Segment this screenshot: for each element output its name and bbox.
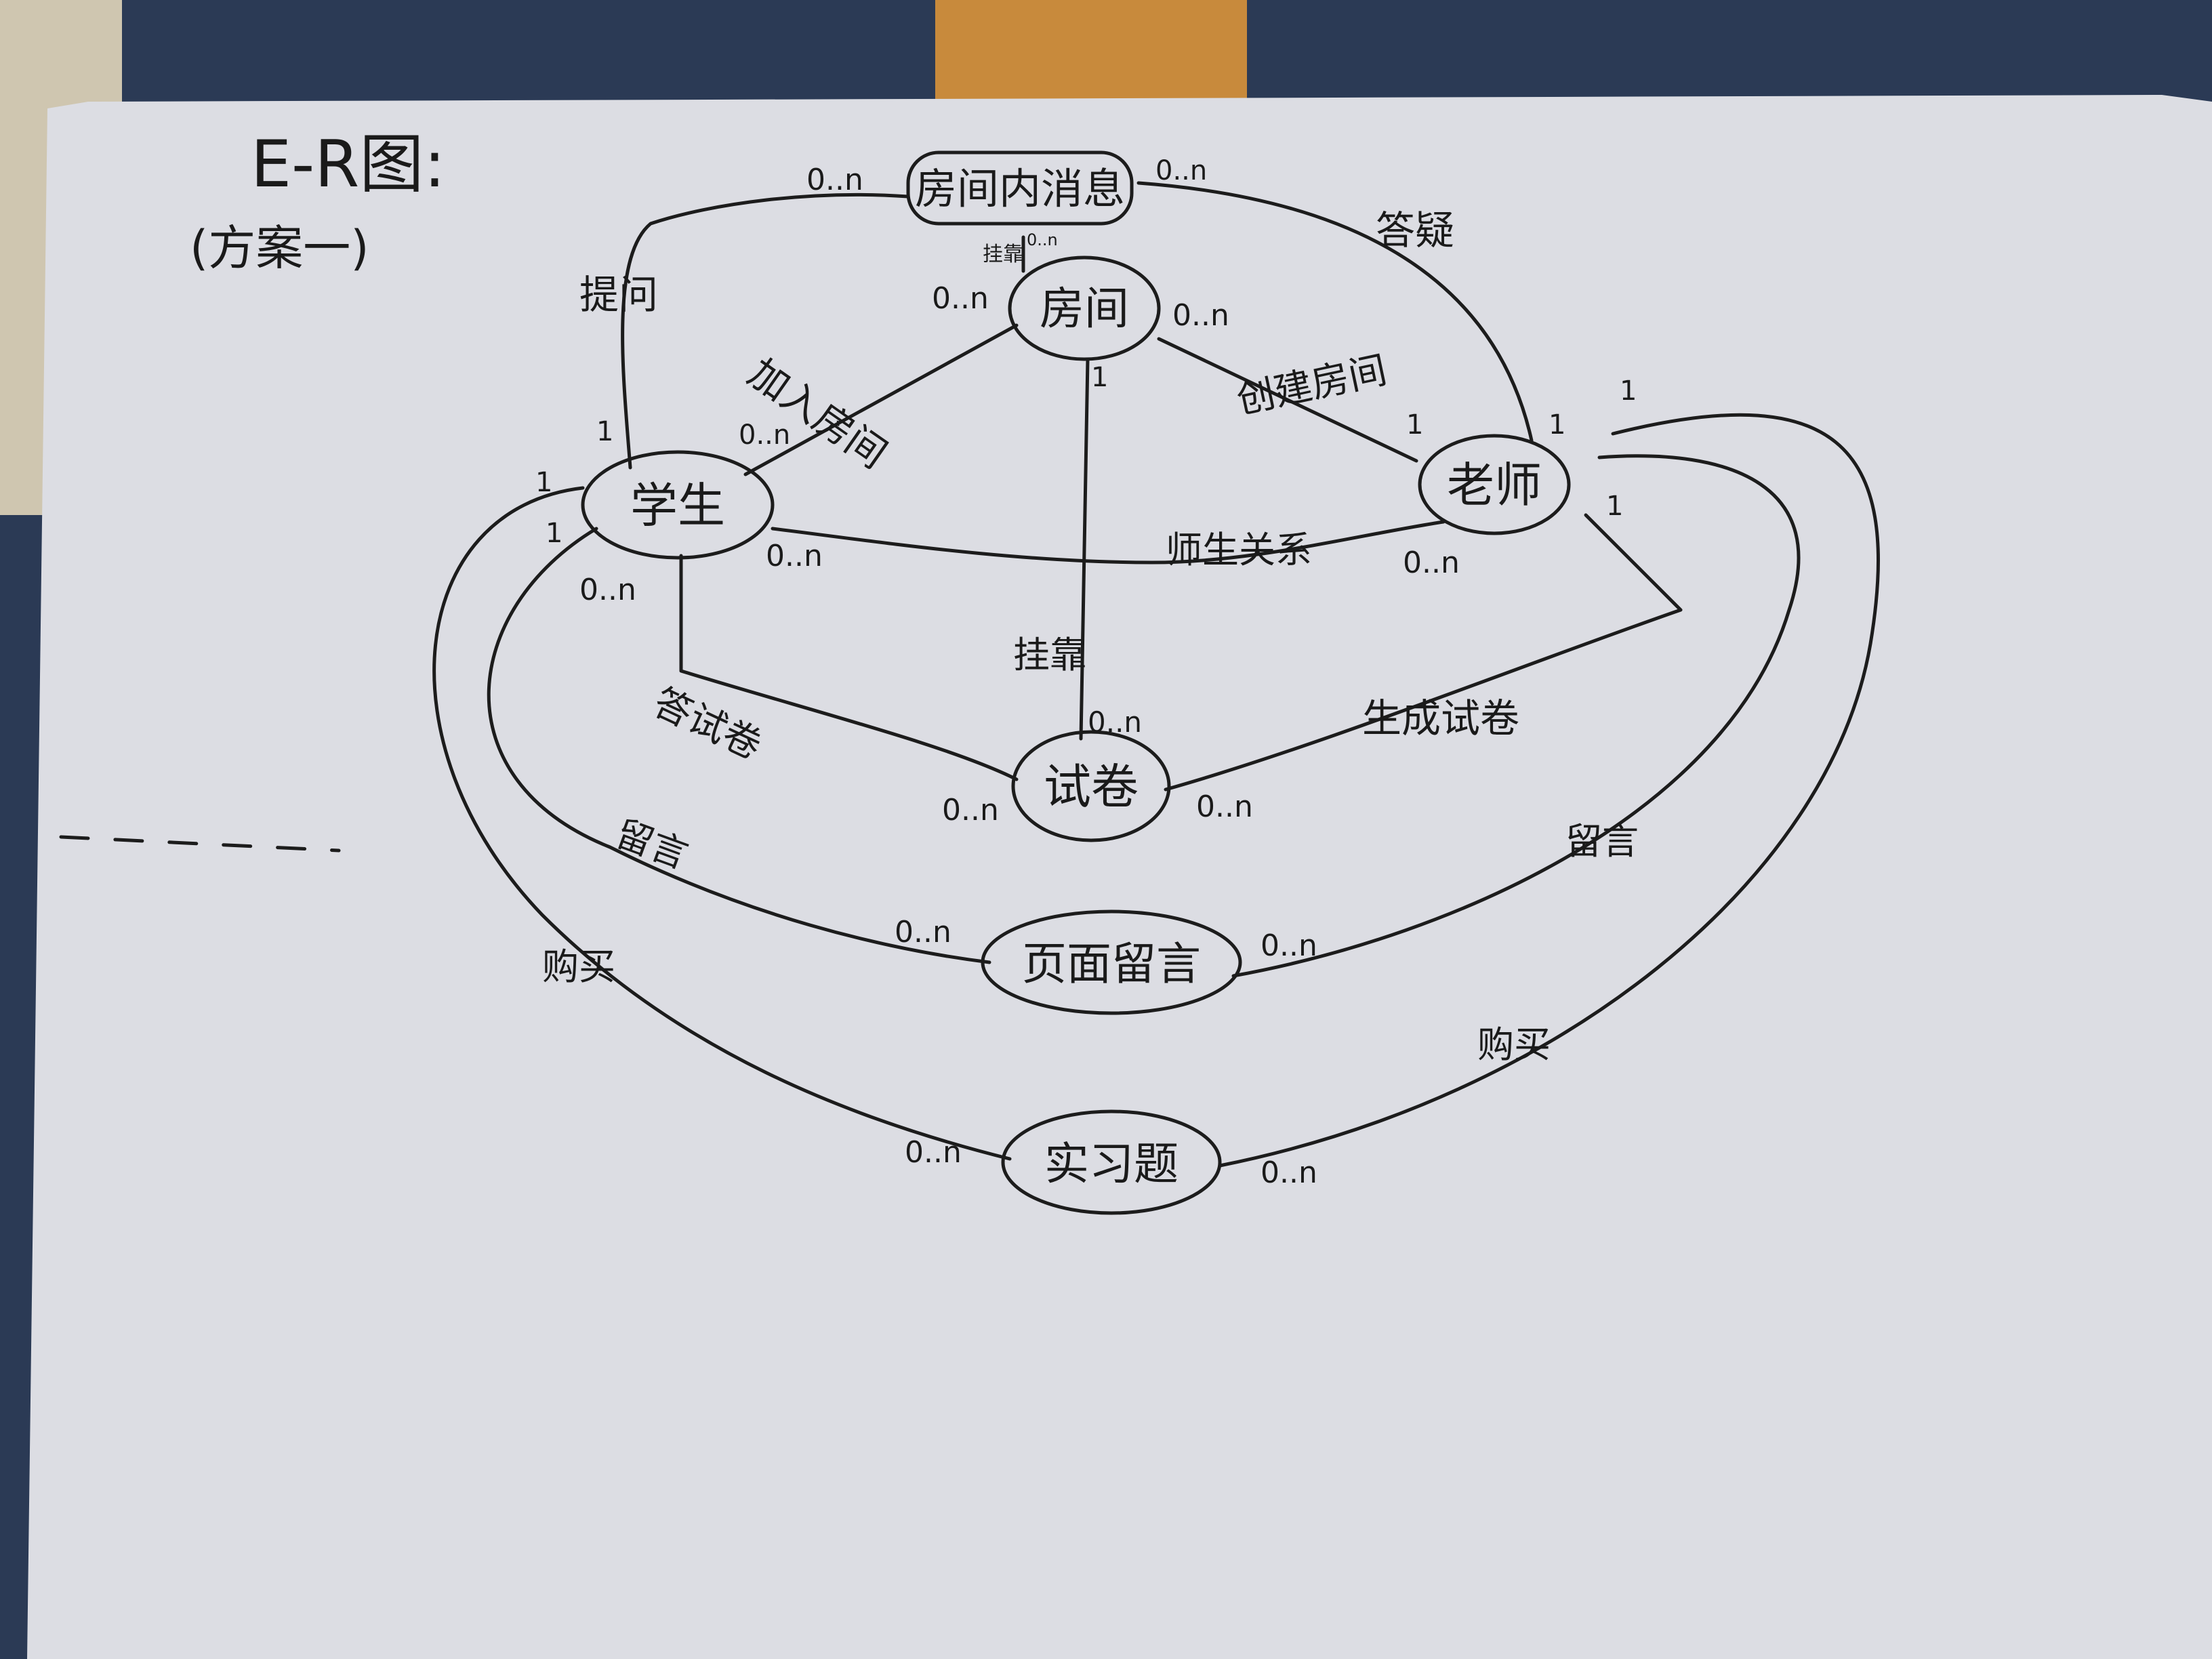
answer-exam-line	[679, 554, 1019, 781]
comment-left-line	[487, 527, 991, 964]
entity-room-message: 房间内消息	[906, 150, 1134, 226]
rel-generate-exam: 生成试卷	[1362, 695, 1519, 741]
card-exam-left: 0..n	[942, 793, 999, 827]
card-room-down: 1	[1091, 362, 1108, 393]
dashed-line	[59, 835, 341, 853]
card-msg-right: 0..n	[1155, 155, 1207, 186]
rel-teacher-student: 师生关系	[1166, 529, 1312, 571]
card-practice-left: 0..n	[905, 1135, 962, 1170]
card-teacher-rel: 0..n	[1403, 546, 1460, 580]
rel-attach: 挂靠	[1013, 634, 1086, 676]
card-practice-right: 0..n	[1261, 1155, 1317, 1190]
attach-line	[1079, 357, 1090, 741]
entity-teacher: 老师	[1418, 434, 1571, 535]
room-label: 房间	[1040, 283, 1129, 335]
card-page-left: 0..n	[895, 915, 951, 949]
card-student-join: 0..n	[739, 419, 790, 451]
entity-practice-question: 实习题	[1001, 1109, 1222, 1215]
buy-left-line	[432, 486, 1012, 1161]
entity-room: 房间	[1008, 255, 1161, 361]
card-teacher-answer: 1	[1549, 409, 1565, 441]
card-room-left: 0..n	[932, 281, 989, 316]
page-message-label: 页面留言	[1022, 938, 1201, 990]
entity-exam: 试卷	[1011, 730, 1171, 842]
paper-sheet	[27, 95, 2212, 1659]
create-room-line	[1157, 337, 1418, 463]
card-student-ask: 1	[596, 416, 613, 447]
card-exam-top: 0..n	[1088, 705, 1142, 739]
subtitle: (方案一)	[190, 220, 369, 276]
rel-comment-right: 留言	[1565, 820, 1639, 863]
generate-exam-line	[1164, 513, 1683, 792]
rel-buy-left: 购买	[542, 945, 615, 988]
rel-buy-right: 购买	[1477, 1023, 1551, 1066]
rel-ask: 提问	[579, 272, 658, 318]
card-exam-right: 0..n	[1196, 790, 1253, 824]
rel-attach-small: 挂靠	[983, 243, 1023, 266]
room-message-label: 房间内消息	[915, 164, 1125, 213]
teacher-student-line	[771, 520, 1446, 565]
card-teacher-right: 1	[1606, 491, 1623, 522]
card-page-right: 0..n	[1261, 928, 1317, 963]
student-label: 学生	[630, 478, 725, 533]
card-student-left1: 1	[535, 467, 552, 498]
card-msg-left: 0..n	[806, 163, 863, 197]
teacher-label: 老师	[1447, 457, 1542, 513]
card-student-left2: 1	[546, 518, 562, 549]
entity-page-message: 页面留言	[981, 909, 1242, 1015]
exam-label: 试卷	[1044, 759, 1139, 815]
buy-right-line	[1218, 413, 1880, 1168]
card-teacher-create: 1	[1406, 409, 1423, 441]
ask-line	[621, 192, 910, 470]
title: E-R图:	[251, 127, 445, 202]
comment-right-line	[1231, 454, 1801, 978]
answer-line	[1136, 181, 1534, 443]
card-student-comment: 0..n	[579, 573, 636, 607]
card-room-right: 0..n	[1172, 298, 1229, 333]
card-msg-bottom: 0..n	[1027, 230, 1058, 249]
entity-student: 学生	[581, 450, 775, 560]
rel-answer: 答疑	[1376, 207, 1454, 253]
practice-question-label: 实习题	[1044, 1138, 1179, 1190]
card-student-rel: 0..n	[766, 539, 823, 573]
card-teacher-top: 1	[1620, 375, 1637, 407]
join-room-line	[743, 323, 1019, 476]
